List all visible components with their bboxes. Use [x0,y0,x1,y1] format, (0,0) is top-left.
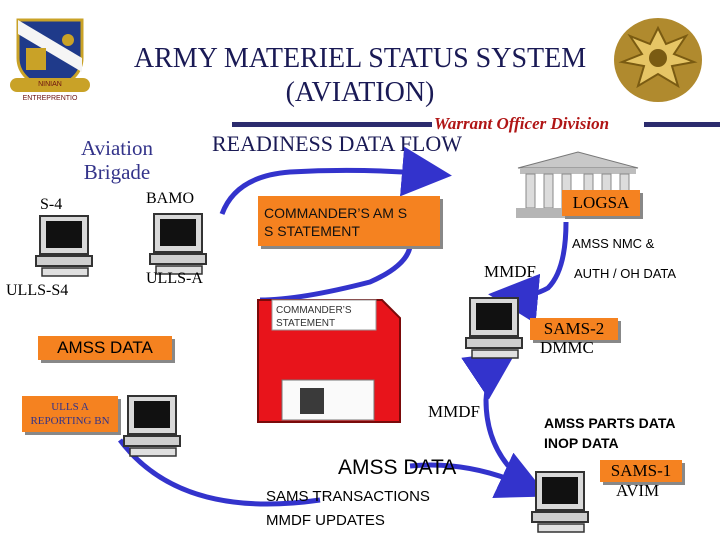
page-title-line2: (AVIATION) [285,77,435,108]
ullsa-computer-icon [122,394,184,458]
inop-label: INOP DATA [544,435,619,451]
ulls-s4-computer-icon [34,214,96,278]
dmmc-label: DMMC [540,338,594,357]
avim-label: AVIM [616,481,660,500]
amss-nmc-label: AMSS NMC & [572,236,655,251]
mmdf-mid-label: MMDF [428,402,480,421]
ullsa-reporting-box: ULLS A REPORTING BN [22,396,118,432]
amss-data-left: AMSS DATA [38,336,172,360]
commander-statement-text: COMMANDER’S AM S S STATEMENT [264,205,408,239]
bamo-computer-icon [148,212,210,276]
crest-motto: NINIAN ENTREPRENTIO [10,78,90,102]
ulls-s4-label: ULLS-S4 [6,282,69,299]
arrow-sams1-to-sams2 [461,350,522,480]
amss-parts-label: AMSS PARTS DATA [544,415,676,431]
ulls-a-label: ULLS-A [146,270,203,287]
commander-statement-box: COMMANDER’S AM S S STATEMENT [258,196,440,246]
sams2-computer-icon [464,296,526,360]
amss-data-bottom: AMSS DATA [338,456,457,479]
floppy-label: COMMANDER’S STATEMENT [276,304,376,330]
page-title-line1: ARMY MATERIEL STATUS SYSTEM [133,43,587,74]
logsa-label: LOGSA [562,190,640,216]
ullsa-reporting-text: ULLS A REPORTING BN [30,401,110,427]
aviation-brigade-label: Aviation Brigade [72,136,162,184]
mmdf-top-label: MMDF [484,262,536,281]
sams1-label: SAMS-1 [600,460,682,482]
bamo-label: BAMO [146,190,195,207]
arrow-bamo-to-flow [219,146,452,215]
sams-transactions-label: SAMS TRANSACTIONS [266,488,430,505]
arrow-reporting-to-sams1 [118,438,321,507]
s4-label: S-4 [40,196,63,213]
auth-oh-label: AUTH / OH DATA [574,266,677,281]
mmdf-updates-label: MMDF UPDATES [266,512,385,529]
warrant-officer-eagle-icon [608,10,708,106]
sams2-label: SAMS-2 [530,318,618,340]
floppy-label-text: COMMANDER’S STATEMENT [276,305,352,329]
division-label: Warrant Officer Division [434,114,610,133]
sams1-computer-icon [530,470,592,534]
arrow-commander-to-mmdf [259,231,413,303]
header-rule-left [232,122,432,127]
header-rule-right [644,122,720,127]
arrow-bottom-right [409,452,549,498]
floppy-disk-icon [254,296,404,426]
aviation-brigade-text: Aviation Brigade [81,136,153,184]
arrow-logsa-to-sams2 [488,221,569,324]
